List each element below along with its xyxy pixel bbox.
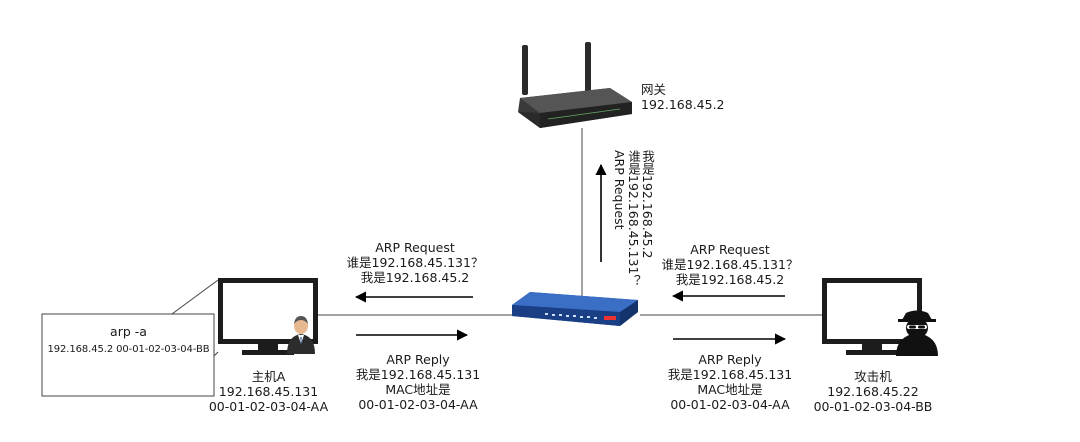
right-request-line1: 谁是192.168.45.131？ [661,257,799,272]
right-reply-line2: MAC地址是 [697,382,763,397]
arp-entry: 192.168.45.2 00-01-02-03-04-BB [47,344,210,355]
right-reply-title: ARP Reply [698,352,762,367]
businessman-icon [287,316,315,354]
right-request-title: ARP Request [690,242,770,257]
left-request-line1: 谁是192.168.45.131？ [346,255,484,270]
host-a-name: 主机A [251,369,286,384]
up-request-lines: 谁是192.168.45.131？ [626,150,641,287]
up-request-label: ARP Request [612,150,627,265]
left-request-line2: 我是192.168.45.2 [360,270,470,285]
attacker-ip: 192.168.45.22 [827,384,919,399]
left-reply-label: ARP Reply 我是192.168.45.131 MAC地址是 00-01-… [338,352,498,412]
attacker-label: 攻击机 192.168.45.22 00-01-02-03-04-BB [798,369,948,414]
hacker-icon [896,310,938,356]
arp-table-content: arp -a 192.168.45.2 00-01-02-03-04-BB [43,322,214,355]
left-reply-line2: MAC地址是 [385,382,451,397]
arp-table-box [41,313,215,397]
attacker-name: 攻击机 [854,369,892,384]
up-request-line2: 我是192.168.45.2 [640,150,655,259]
host-a-mac: 00-01-02-03-04-AA [208,399,329,414]
gateway-name: 网关 [641,82,667,97]
wifi-router-icon [518,42,632,128]
left-reply-line3: 00-01-02-03-04-AA [358,397,478,412]
right-request-label: ARP Request 谁是192.168.45.131？ 我是192.168.… [645,242,815,287]
left-request-title: ARP Request [375,240,455,255]
host-a-ip: 192.168.45.131 [218,384,319,399]
right-reply-label: ARP Reply 我是192.168.45.131 MAC地址是 00-01-… [650,352,810,412]
gateway-label: 网关 192.168.45.2 [641,82,725,112]
host-a-label: 主机A 192.168.45.131 00-01-02-03-04-AA [196,369,341,414]
left-reply-title: ARP Reply [386,352,450,367]
left-request-label: ARP Request 谁是192.168.45.131？ 我是192.168.… [330,240,500,285]
right-request-line2: 我是192.168.45.2 [675,272,785,287]
callout-line-top [171,279,219,315]
monitor-icon [822,278,922,355]
up-request-title: ARP Request [612,150,627,230]
gateway-ip: 192.168.45.2 [641,97,725,112]
right-reply-line3: 00-01-02-03-04-AA [670,397,790,412]
right-reply-line1: 我是192.168.45.131 [667,367,793,382]
network-switch-icon [512,292,638,326]
callout-line-bottom [213,351,219,357]
up-request-lines-2: 我是192.168.45.2 [640,150,655,265]
left-reply-line1: 我是192.168.45.131 [355,367,481,382]
attacker-mac: 00-01-02-03-04-BB [813,399,933,414]
arp-command: arp -a [110,324,147,339]
up-request-line1: 谁是192.168.45.131？ [626,150,641,287]
